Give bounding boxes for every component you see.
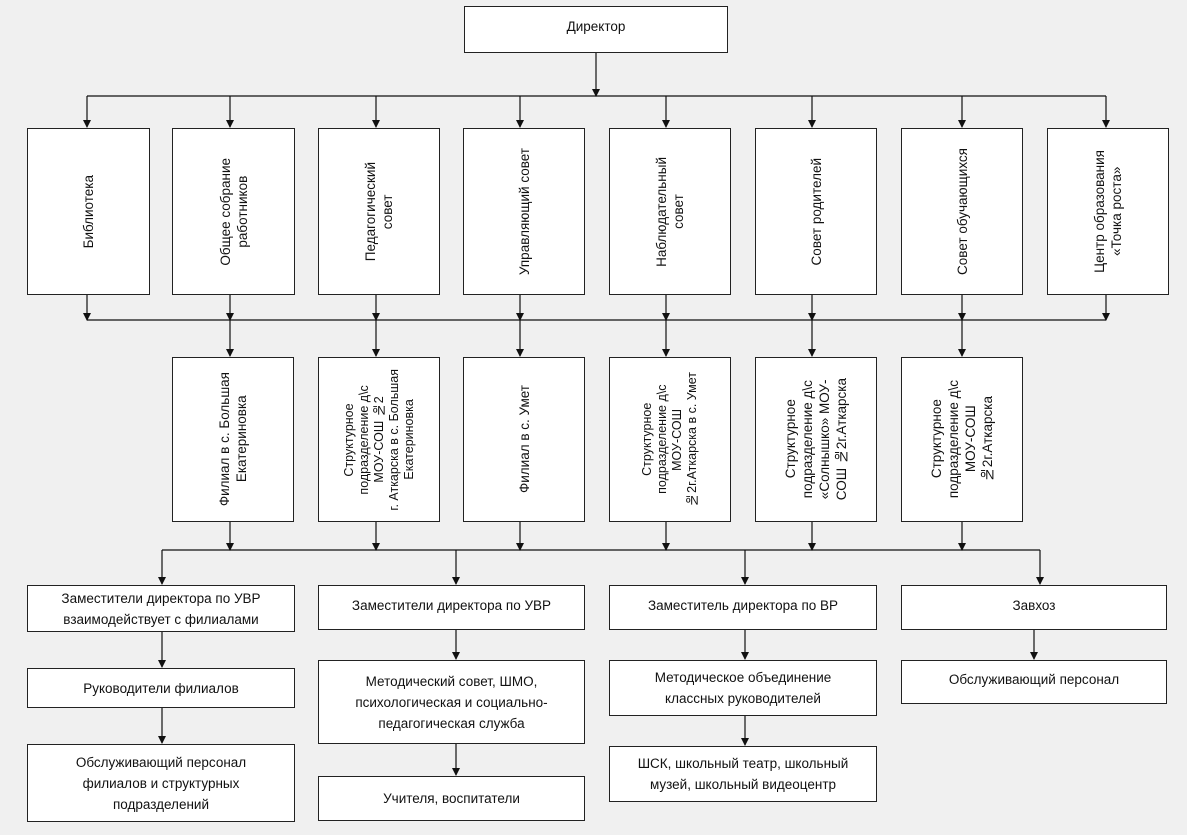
council-students-label: Совет обучающихся <box>954 148 970 275</box>
council-library-label: Библиотека <box>81 174 96 249</box>
facilities-manager-box: Завхоз <box>901 585 1167 630</box>
council-growth-point-label: Центр образования «Точка роста» <box>1092 150 1124 273</box>
director-box: Директор <box>464 6 728 53</box>
branch-kindergarten-solnyshko-label: Структурное подразделение д\с «Солнышко»… <box>783 378 849 501</box>
branch-kindergarten-atkarsk: Структурное подразделение д\с МОУ-СОШ №2… <box>901 357 1023 522</box>
school-clubs-box: ШСК, школьный театр, школьный музей, шко… <box>609 746 877 802</box>
branch-kindergarten-atkarsk-label: Структурное подразделение д\с МОУ-СОШ №2… <box>929 380 995 499</box>
branch-kindergarten-bolshaya-ekaterinovka: Структурное подразделение д\с МОУ-СОШ №2… <box>318 357 440 522</box>
director-label: Директор <box>566 19 626 34</box>
council-governing-label: Управляющий совет <box>516 147 532 276</box>
branch-heads-label: Руководители филиалов <box>83 680 239 696</box>
class-teachers-association-label: Методическое объединение классных руково… <box>654 670 832 706</box>
council-pedagogical: Педагогический совет <box>318 128 440 295</box>
deputy-uvr-label: Заместители директора по УВР <box>351 598 552 613</box>
council-pedagogical-label: Педагогический совет <box>363 161 395 262</box>
branch-umet-label: Филиал в с. Умет <box>516 385 532 494</box>
council-supervisory-label: Наблюдательный совет <box>654 156 686 267</box>
service-staff-label: Обслуживающий персонал <box>948 672 1120 687</box>
facilities-manager-label: Завхоз <box>1012 598 1056 613</box>
branch-bolshaya-ekaterinovka: Филиал в с. Большая Екатериновка <box>172 357 294 522</box>
council-growth-point: Центр образования «Точка роста» <box>1047 128 1169 295</box>
council-general-meeting-label: Общее собрание работников <box>217 157 250 266</box>
service-staff-box: Обслуживающий персонал <box>901 660 1167 704</box>
council-general-meeting: Общее собрание работников <box>172 128 295 295</box>
council-governing: Управляющий совет <box>463 128 585 295</box>
teachers-label: Учителя, воспитатели <box>383 791 520 806</box>
deputy-vr-label: Заместитель директора по ВР <box>647 598 839 613</box>
branch-umet: Филиал в с. Умет <box>463 357 585 522</box>
branch-service-staff-label: Обслуживающий персонал филиалов и структ… <box>75 754 247 812</box>
methodical-council-label: Методический совет, ШМО, психологическая… <box>355 673 548 731</box>
council-supervisory: Наблюдательный совет <box>609 128 731 295</box>
teachers-box: Учителя, воспитатели <box>318 776 585 821</box>
branch-kindergarten-solnyshko: Структурное подразделение д\с «Солнышко»… <box>755 357 877 522</box>
deputy-uvr-branches-label: Заместители директора по УВР взаимодейст… <box>61 590 261 627</box>
class-teachers-association-box: Методическое объединение классных руково… <box>609 660 877 716</box>
council-students: Совет обучающихся <box>901 128 1023 295</box>
branch-service-staff-box: Обслуживающий персонал филиалов и структ… <box>27 744 295 822</box>
council-parents-label: Совет родителей <box>808 157 824 266</box>
branch-kindergarten-bolshaya-ekaterinovka-label: Структурное подразделение д\с МОУ-СОШ №2… <box>341 368 416 511</box>
branch-bolshaya-ekaterinovka-label: Филиал в с. Большая Екатериновка <box>217 372 249 507</box>
branch-heads-box: Руководители филиалов <box>27 668 295 708</box>
deputy-uvr-box: Заместители директора по УВР <box>318 585 585 630</box>
branch-kindergarten-umet-label: Структурное подразделение д\с МОУ-СОШ №2… <box>640 372 699 507</box>
school-clubs-label: ШСК, школьный театр, школьный музей, шко… <box>637 756 849 792</box>
council-parents: Совет родителей <box>755 128 877 295</box>
methodical-council-box: Методический совет, ШМО, психологическая… <box>318 660 585 744</box>
deputy-vr-box: Заместитель директора по ВР <box>609 585 877 630</box>
branch-kindergarten-umet: Структурное подразделение д\с МОУ-СОШ №2… <box>609 357 731 522</box>
deputy-uvr-branches-box: Заместители директора по УВР взаимодейст… <box>27 585 295 632</box>
council-library: Библиотека <box>27 128 150 295</box>
